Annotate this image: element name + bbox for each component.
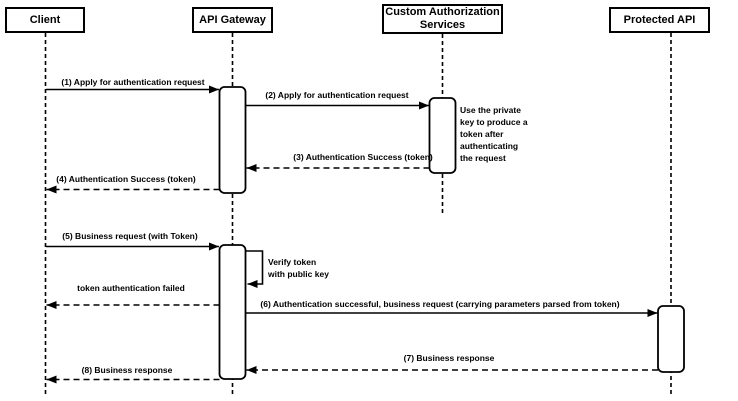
participant-custom-authorization-services-label: Custom Authorization Services [385, 6, 500, 31]
note-private-key: Use the private key to produce a token a… [460, 105, 528, 163]
message-6-label: (6) Authentication successful, business … [260, 299, 620, 309]
participant-api-gateway: API Gateway [192, 7, 273, 33]
message-2-label: (2) Apply for authentication request [265, 90, 409, 100]
activation-protected-api [657, 305, 685, 373]
activation-custom-authorization [428, 97, 457, 174]
message-7-label: (7) Business response [403, 353, 495, 363]
message-1-label: (1) Apply for authentication request [61, 77, 205, 87]
self-message-verify-token-label: Verify token with public key [268, 257, 329, 279]
participant-custom-authorization-services: Custom Authorization Services [382, 4, 503, 34]
participant-client-label: Client [29, 13, 61, 26]
message-4-label: (4) Authentication Success (token) [56, 174, 196, 184]
participant-protected-api-label: Protected API [623, 13, 696, 26]
message-3-label: (3) Authentication Success (token) [293, 152, 433, 162]
participant-protected-api: Protected API [609, 7, 710, 33]
message-token-auth-failed-label: token authentication failed [77, 283, 185, 293]
participant-api-gateway-label: API Gateway [199, 13, 266, 26]
message-8-label: (8) Business response [81, 365, 173, 375]
arrow-self-verify-token [245, 250, 264, 288]
participant-client: Client [5, 7, 85, 33]
message-5-label: (5) Business request (with Token) [62, 231, 198, 241]
activation-api-gateway-business [218, 244, 247, 380]
activation-api-gateway-auth [218, 86, 247, 194]
